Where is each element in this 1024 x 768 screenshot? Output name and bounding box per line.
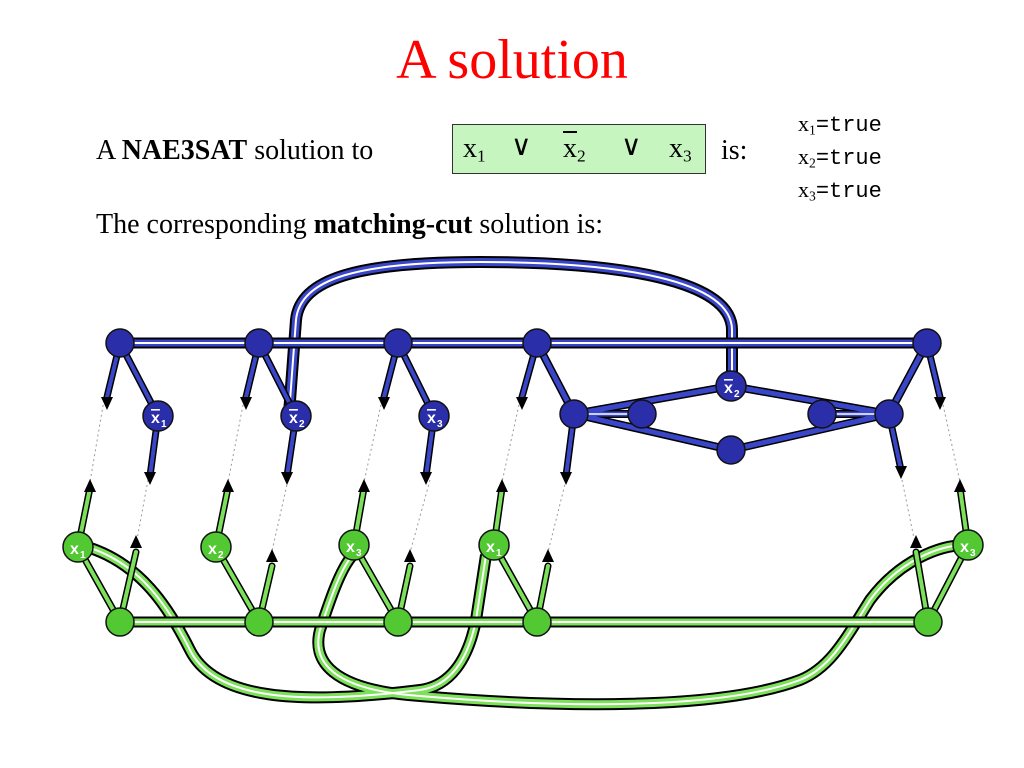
- blue-node: [716, 435, 746, 465]
- assign-sub: 1: [809, 122, 816, 138]
- intro-line: A NAE3SAT solution to: [96, 135, 373, 167]
- blue-node: [627, 399, 657, 429]
- green-node: [244, 607, 274, 637]
- blue-label-sub: 3: [437, 419, 443, 430]
- assign-value: =true: [815, 113, 882, 138]
- assignment-x1: x1=true: [798, 111, 882, 138]
- assignment-x3: x3=true: [798, 177, 882, 204]
- result-a: The corresponding: [96, 209, 307, 240]
- blue-label-sub: 2: [734, 389, 740, 400]
- green-label-var: x: [486, 539, 495, 556]
- blue-literal-nodes: x 1 x 2 x 3 x 2: [142, 370, 747, 432]
- blue-node: [807, 399, 837, 429]
- assign-value: =true: [815, 146, 882, 171]
- blue-node: [912, 328, 942, 358]
- term-1-var: x: [463, 133, 477, 164]
- term-3-sub: 3: [683, 146, 692, 166]
- green-label-sub: 1: [80, 550, 86, 561]
- blue-loop-edge: [283, 255, 738, 415]
- assignment-x2: x2=true: [798, 144, 882, 171]
- green-literal-node: [952, 529, 984, 561]
- green-label-sub: 3: [970, 548, 976, 559]
- green-label-sub: 2: [218, 550, 224, 561]
- green-literal-node: [200, 531, 232, 563]
- green-node: [105, 607, 135, 637]
- blue-literal-node: [715, 370, 747, 402]
- formula-box: x1 ∨ x2 ∨ x3: [452, 124, 706, 174]
- green-literal-node: [338, 529, 370, 561]
- term-2-sub: 2: [577, 146, 586, 166]
- blue-literal-node: [418, 400, 450, 432]
- green-node: [913, 607, 943, 637]
- green-node: [383, 607, 413, 637]
- green-label-sub: 3: [356, 548, 362, 559]
- assign-sub: 2: [809, 155, 816, 171]
- blue-literal-node: [280, 400, 312, 432]
- formula-or-2: ∨: [621, 131, 642, 162]
- green-literal-node: [478, 529, 510, 561]
- blue-node: [874, 399, 904, 429]
- green-label-var: x: [208, 541, 217, 558]
- green-nodes: [105, 607, 943, 637]
- blue-literal-node: [142, 400, 174, 432]
- assign-var: x: [798, 111, 809, 136]
- intro-rest: solution to: [254, 135, 374, 166]
- is-label: is:: [721, 135, 748, 166]
- green-loop-edges: [78, 539, 967, 711]
- term-3-var: x: [669, 133, 683, 164]
- green-label-sub: 1: [496, 548, 502, 559]
- blue-label-sub: 1: [161, 419, 167, 430]
- green-label-var: x: [346, 539, 355, 556]
- blue-label-var: x: [427, 410, 436, 427]
- green-label-var: x: [70, 541, 79, 558]
- dotted-links: [89, 399, 961, 561]
- blue-label-sub: 2: [299, 419, 305, 430]
- blue-node: [383, 328, 413, 358]
- blue-node: [105, 328, 135, 358]
- green-label-var: x: [960, 539, 969, 556]
- green-node: [522, 607, 552, 637]
- term-2-var: x: [563, 133, 577, 164]
- blue-node: [522, 328, 552, 358]
- matching-cut-term: matching-cut: [313, 209, 473, 240]
- result-line: The corresponding matching-cut solution …: [96, 209, 603, 241]
- result-rest: solution is:: [479, 209, 604, 240]
- assign-var: x: [798, 144, 809, 169]
- formula-term-3: x3: [669, 133, 692, 165]
- blue-label-var: x: [724, 380, 733, 397]
- term-1-sub: 1: [477, 146, 486, 166]
- formula-term-2: x2: [563, 133, 586, 165]
- assign-value: =true: [815, 179, 882, 204]
- green-literal-nodes: x 1 x 2 x 3 x 1 x 3: [62, 529, 984, 563]
- blue-node: [559, 399, 589, 429]
- blue-nodes: [105, 328, 942, 465]
- blue-node: [244, 328, 274, 358]
- formula-term-1: x1: [463, 133, 486, 165]
- intro-a: A: [96, 135, 115, 166]
- nae3sat-term: NAE3SAT: [121, 135, 248, 166]
- blue-label-var: x: [151, 410, 160, 427]
- slide-title: A solution: [396, 29, 628, 91]
- assign-sub: 3: [809, 188, 816, 204]
- green-literal-node: [62, 531, 94, 563]
- blue-label-var: x: [289, 410, 298, 427]
- assign-var: x: [798, 177, 809, 202]
- formula-or-1: ∨: [511, 131, 532, 162]
